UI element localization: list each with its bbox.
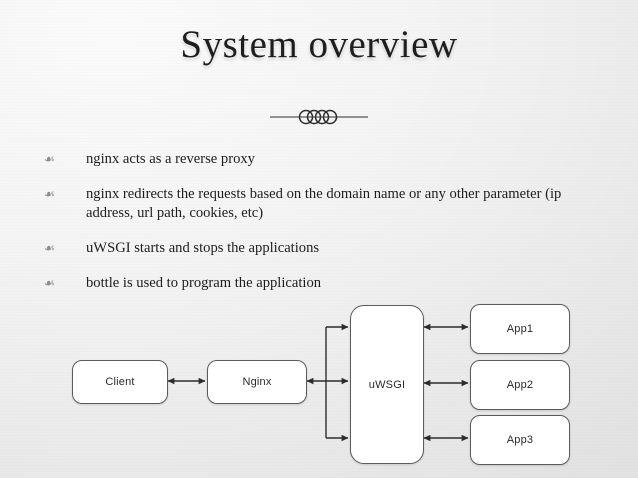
- bullet-marker-icon: ☙: [43, 187, 56, 201]
- diagram-node-client: Client: [72, 360, 168, 404]
- diagram-node-uwsgi: uWSGI: [350, 305, 424, 464]
- page-title: System overview: [180, 23, 458, 66]
- diagram-connectors: [167, 323, 469, 442]
- list-item-text: nginx redirects the requests based on th…: [86, 186, 562, 221]
- list-item-text: uWSGI starts and stops the applications: [86, 240, 320, 256]
- list-item: ☙ bottle is used to program the applicat…: [44, 274, 584, 293]
- diagram-node-app1: App1: [470, 304, 570, 354]
- ornamental-rings-divider-icon: [0, 104, 638, 130]
- list-item: ☙ uWSGI starts and stops the application…: [44, 239, 584, 258]
- diagram-node-app2: App2: [470, 360, 570, 410]
- diagram-node-nginx: Nginx: [207, 360, 307, 404]
- architecture-diagram: Client Nginx uWSGI App1 App2 App3: [0, 286, 638, 478]
- bullet-marker-icon: ☙: [43, 276, 56, 290]
- bullet-list: ☙ nginx acts as a reverse proxy ☙ nginx …: [44, 150, 584, 309]
- bullet-marker-icon: ☙: [43, 152, 56, 166]
- bullet-marker-icon: ☙: [43, 241, 56, 255]
- list-item: ☙ nginx acts as a reverse proxy: [44, 150, 584, 169]
- list-item: ☙ nginx redirects the requests based on …: [44, 185, 584, 223]
- list-item-text: bottle is used to program the applicatio…: [86, 275, 322, 291]
- diagram-node-app3: App3: [470, 415, 570, 465]
- list-item-text: nginx acts as a reverse proxy: [86, 151, 255, 167]
